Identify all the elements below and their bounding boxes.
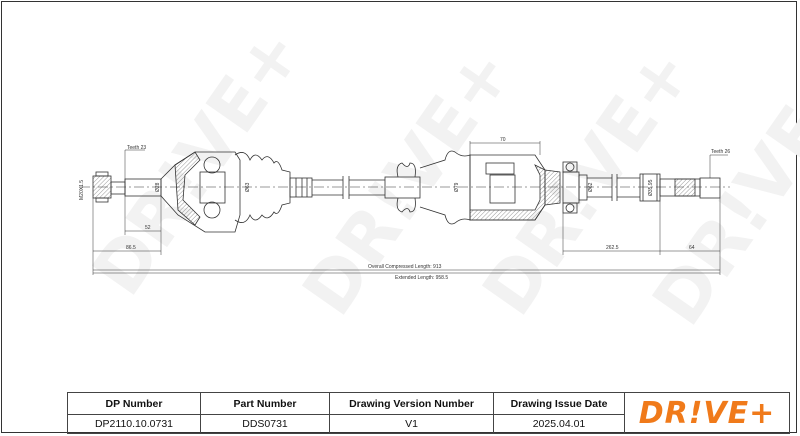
dim-262-5-label: 262.5 [606,245,619,251]
dia-inner-boot-label: Ø79 [454,182,460,192]
dia-right-shaft-label: Ø35.95 [648,179,654,196]
header-drawing-version: Drawing Version Number [329,392,494,415]
drawing-version-value: V1 [329,414,494,434]
dim-70-label: 70 [500,137,506,143]
nut [92,175,112,199]
dim-86-5-label: 86.5 [126,245,136,251]
inner-boot-small [396,162,416,213]
dimension-labels: Teeth 23 M20X1.5 Ø28 Ø63 Ø79 Ø62 Ø35.95 … [79,137,730,281]
dim-52-label: 52 [145,225,151,231]
thread-label: M20X1.5 [79,180,85,200]
title-block: DP Number Part Number Drawing Version Nu… [67,392,790,434]
overall-length-label: Overall Compressed Length: 913 [368,264,442,270]
brand-logo: DR!VE+ [624,392,790,434]
teeth-left-label: Teeth 23 [127,145,146,151]
header-part-number: Part Number [200,392,330,415]
dia-outer-joint-label: Ø63 [245,182,251,192]
dia-left-shaft-label: Ø28 [155,182,161,192]
header-issue-date: Drawing Issue Date [493,392,625,415]
issue-date-value: 2025.04.01 [493,414,625,434]
logo-text: DR!VE+ [638,395,776,431]
extended-length-label: Extended Length: 958.5 [395,275,448,281]
header-dp-number: DP Number [67,392,201,415]
part-number-value: DDS0731 [200,414,330,434]
dp-number-value: DP2110.10.0731 [67,414,201,434]
dia-bearing-label: Ø62 [588,182,594,192]
teeth-right-label: Teeth 26 [711,149,730,155]
dim-64-label: 64 [689,245,695,251]
